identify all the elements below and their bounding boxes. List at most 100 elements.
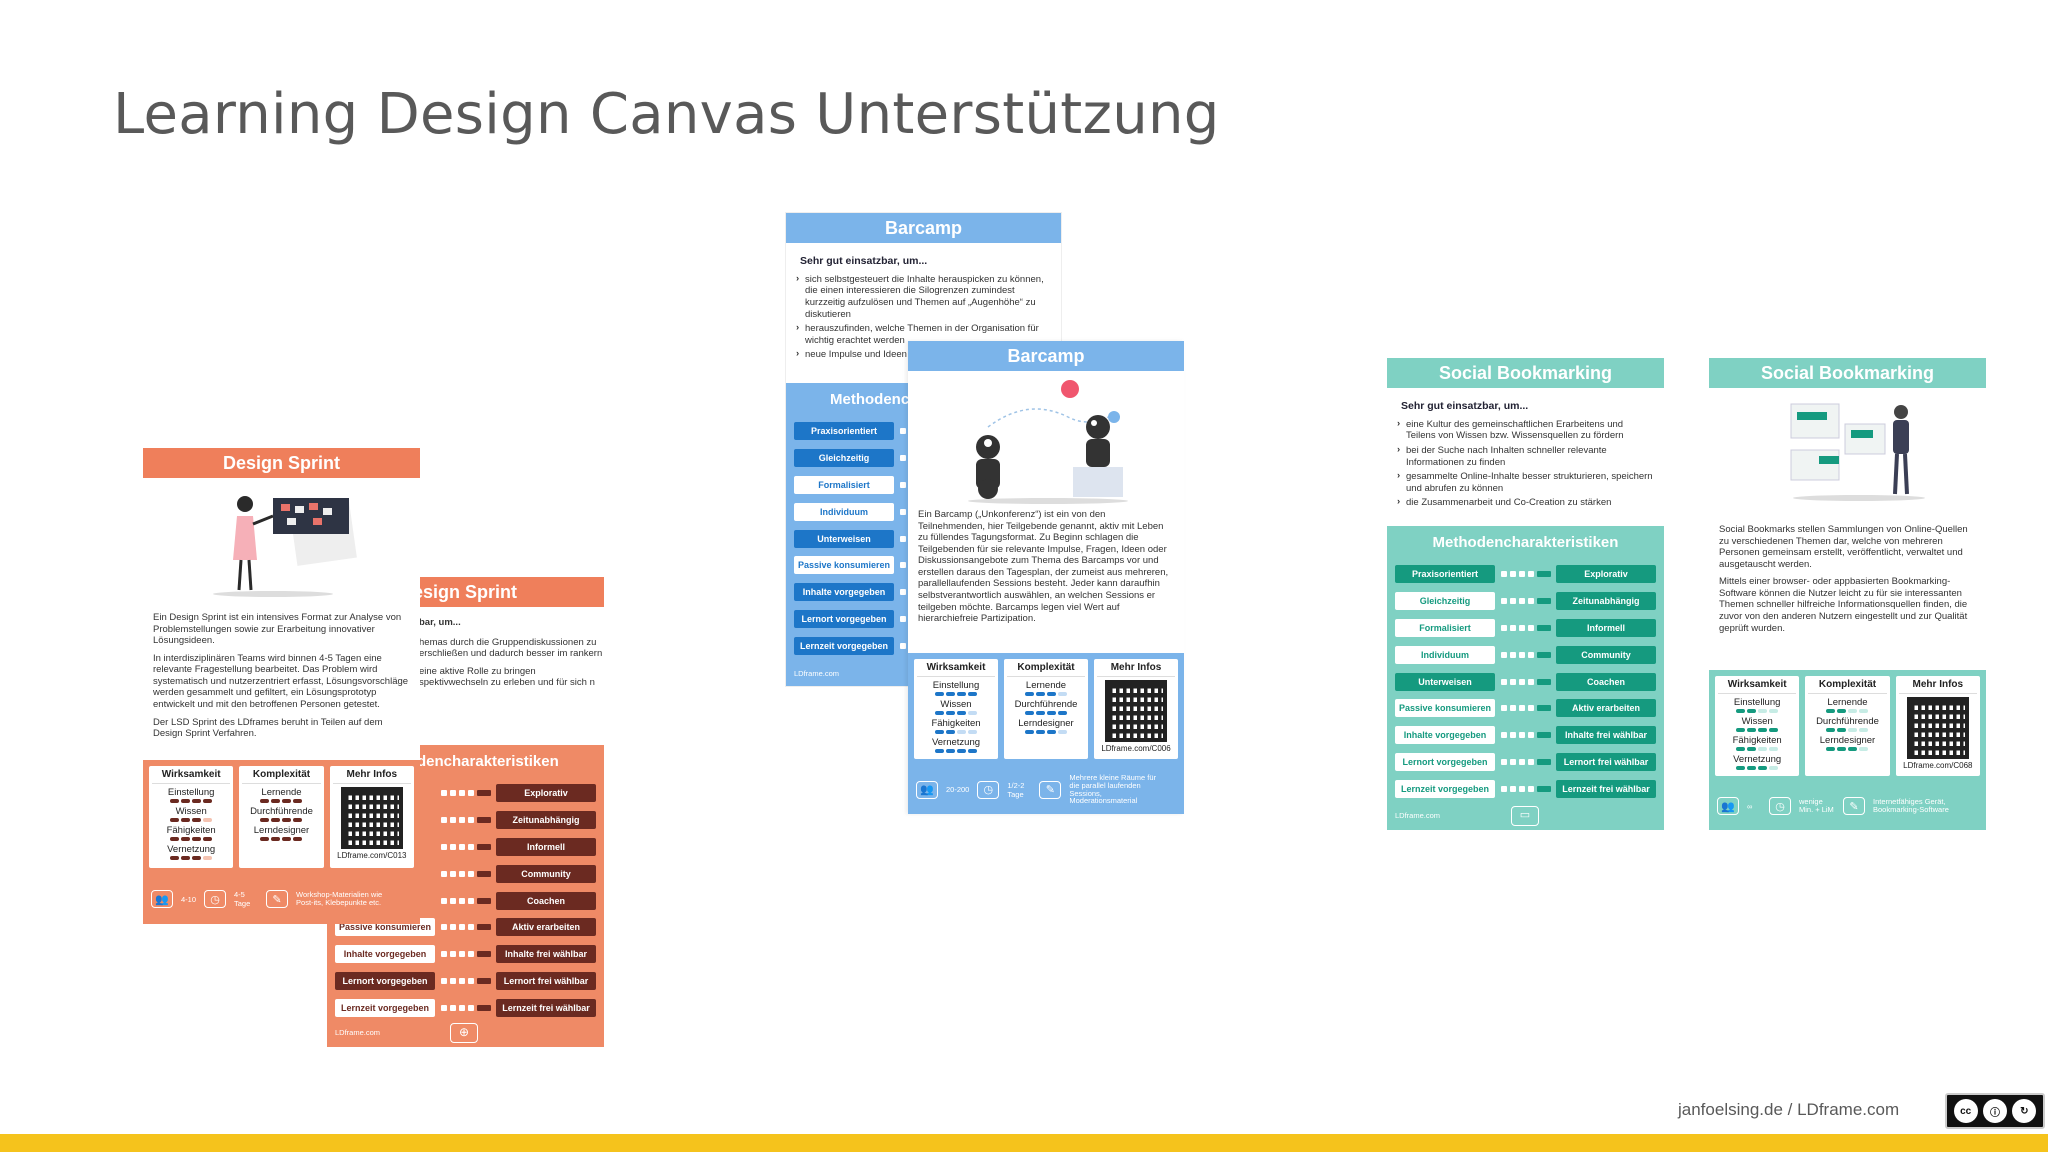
qr-code[interactable]	[1906, 697, 1969, 759]
metric-label: Fähigkeiten	[1732, 735, 1782, 746]
qr-code[interactable]	[1105, 680, 1167, 742]
more-info-column: Mehr Infos LDframe.com/C013	[329, 766, 414, 868]
card-text: Sehr gut einsatzbar, um... eine Kultur d…	[1387, 388, 1664, 520]
rating-bar	[1718, 728, 1796, 732]
back-line: eine aktive Rolle zu bringen spektivwech…	[419, 665, 595, 689]
metric-label: Wissen	[940, 699, 972, 710]
duration: 4-5 Tage	[234, 890, 251, 908]
column-heading: Wirksamkeit	[152, 769, 231, 784]
card-text: bar, um... hemas durch die Gruppendiskus…	[419, 617, 604, 689]
method-right-label: Coachen	[496, 891, 596, 910]
method-left-label: Lernzeit vorgegeben	[1395, 779, 1495, 798]
column-heading: Komplexität	[1007, 662, 1085, 677]
more-info-column: Mehr Infos LDframe.com/C068	[1895, 676, 1980, 776]
method-row: Praxisorientiert Explorativ	[1387, 561, 1664, 588]
method-right-label: Inhalte frei wählbar	[496, 945, 596, 964]
card-description: Social Bookmarks stellen Sammlungen von …	[1709, 516, 1986, 648]
metric-label: Einstellung	[932, 680, 980, 691]
method-left-label: Individuum	[1395, 645, 1495, 664]
evaluation-panel: Wirksamkeit Einstellung Wissen Fähigkeit…	[1709, 670, 1986, 782]
metric-label: Fähigkeiten	[931, 718, 981, 729]
footer-accent-bar	[0, 1134, 2048, 1152]
column-heading: Mehr Infos	[332, 769, 411, 784]
people-icon: 👥	[916, 780, 938, 799]
method-left-label: Lernzeit vorgegeben	[794, 636, 894, 655]
evaluation-panel: Wirksamkeit Einstellung Wissen Fähigkeit…	[143, 760, 420, 874]
methods-panel: Methodencharakteristiken Praxisorientier…	[1387, 526, 1664, 830]
wrench-icon: ✎	[266, 890, 289, 908]
card-footer: 👥20-200 ◷1/2-2 Tage ✎Mehrere kleine Räum…	[908, 765, 1184, 814]
method-left-label: Lernort vorgegeben	[1395, 752, 1495, 771]
method-right-label: Informell	[1556, 618, 1656, 637]
info-url[interactable]: LDframe.com/C068	[1903, 761, 1973, 770]
method-row: Community	[327, 860, 604, 887]
usage-list: eine Kultur des gemeinschaftlichen Erarb…	[1397, 418, 1654, 509]
rating-bar	[152, 799, 230, 803]
people-icon: 👥	[151, 890, 173, 908]
methods-title: Methodencharakteristiken	[1432, 534, 1619, 551]
card-footer: 👥∞ ◷wenige Min. + LiM ✎Internetfähiges G…	[1709, 782, 1986, 830]
metric-label: Durchführende	[1014, 699, 1078, 710]
metric-label: Einstellung	[167, 787, 215, 798]
usage-item: gesammelte Online-Inhalte besser struktu…	[1397, 470, 1654, 494]
usage-item: eine Kultur des gemeinschaftlichen Erarb…	[1397, 418, 1654, 442]
method-scale	[440, 924, 491, 931]
method-left-label: Unterweisen	[794, 529, 894, 548]
site-label: LDframe.com	[1395, 811, 1441, 820]
rating-bar	[1808, 728, 1886, 732]
evaluation-panel: Wirksamkeit Einstellung Wissen Fähigkeit…	[908, 653, 1184, 765]
method-left-label: Praxisorientiert	[1395, 565, 1495, 584]
info-url[interactable]: LDframe.com/C013	[337, 851, 407, 860]
back-line: hemas durch die Gruppendiskussionen zu e…	[419, 636, 603, 660]
card-header: Design Sprint	[143, 448, 420, 478]
method-scale	[1500, 678, 1551, 685]
materials: Mehrere kleine Räume für die parallel la…	[1069, 772, 1157, 806]
metric-label: Vernetzung	[167, 844, 216, 855]
complexity-column: Komplexität Lernende Durchführende Lernd…	[239, 766, 324, 868]
card-description: Ein Design Sprint ist ein intensives For…	[143, 604, 420, 754]
method-right-label: Informell	[496, 837, 596, 856]
rating-bar	[917, 692, 995, 696]
method-left-label: Lernort vorgegeben	[335, 971, 435, 990]
method-row: Informell	[327, 834, 604, 861]
method-scale	[440, 951, 491, 958]
card-header: Barcamp	[908, 341, 1184, 371]
people-icon: 👥	[1717, 797, 1739, 815]
rating-bar	[1718, 747, 1796, 751]
social-bookmarking-back-card: Social Bookmarking Sehr gut einsatzbar, …	[1387, 358, 1664, 830]
rating-bar	[1007, 711, 1085, 715]
card-description: Ein Barcamp („Unkonferenz“) ist ein von …	[908, 501, 1184, 639]
column-heading: Mehr Infos	[1097, 662, 1175, 677]
wrench-icon: ✎	[1039, 780, 1062, 799]
method-left-label: Inhalte vorgegeben	[794, 583, 894, 602]
method-left-label: Passive konsumieren	[1395, 699, 1495, 718]
method-row: Coachen	[327, 887, 604, 914]
metric-label: Fähigkeiten	[166, 825, 216, 836]
usage-subhead: Sehr gut einsatzbar, um...	[800, 255, 928, 267]
method-left-label: Unterweisen	[1395, 672, 1495, 691]
metric-label: Wissen	[175, 806, 207, 817]
rating-bar	[1718, 766, 1796, 770]
method-right-label: Explorativ	[1556, 565, 1656, 584]
qr-code[interactable]	[340, 787, 403, 849]
info-url[interactable]: LDframe.com/C006	[1101, 744, 1171, 753]
metric-label: Lernende	[261, 787, 302, 798]
materials: Workshop-Materialien wie Post-its, Klebe…	[296, 890, 383, 907]
clock-icon: ◷	[204, 890, 227, 908]
description-paragraph: Ein Barcamp („Unkonferenz“) ist ein von …	[918, 509, 1169, 625]
method-right-label: Lernzeit frei wählbar	[496, 998, 596, 1017]
method-scale	[440, 870, 491, 877]
rating-bar	[152, 837, 230, 841]
method-left-label: Inhalte vorgegeben	[1395, 726, 1495, 745]
method-left-label: Praxisorientiert	[794, 422, 894, 441]
method-scale	[1500, 758, 1551, 765]
metric-label: Einstellung	[1733, 697, 1781, 708]
monitor-icon: ▭	[1511, 806, 1539, 826]
card-text: Sehr gut einsatzbar, um... sich selbstge…	[786, 243, 1061, 372]
